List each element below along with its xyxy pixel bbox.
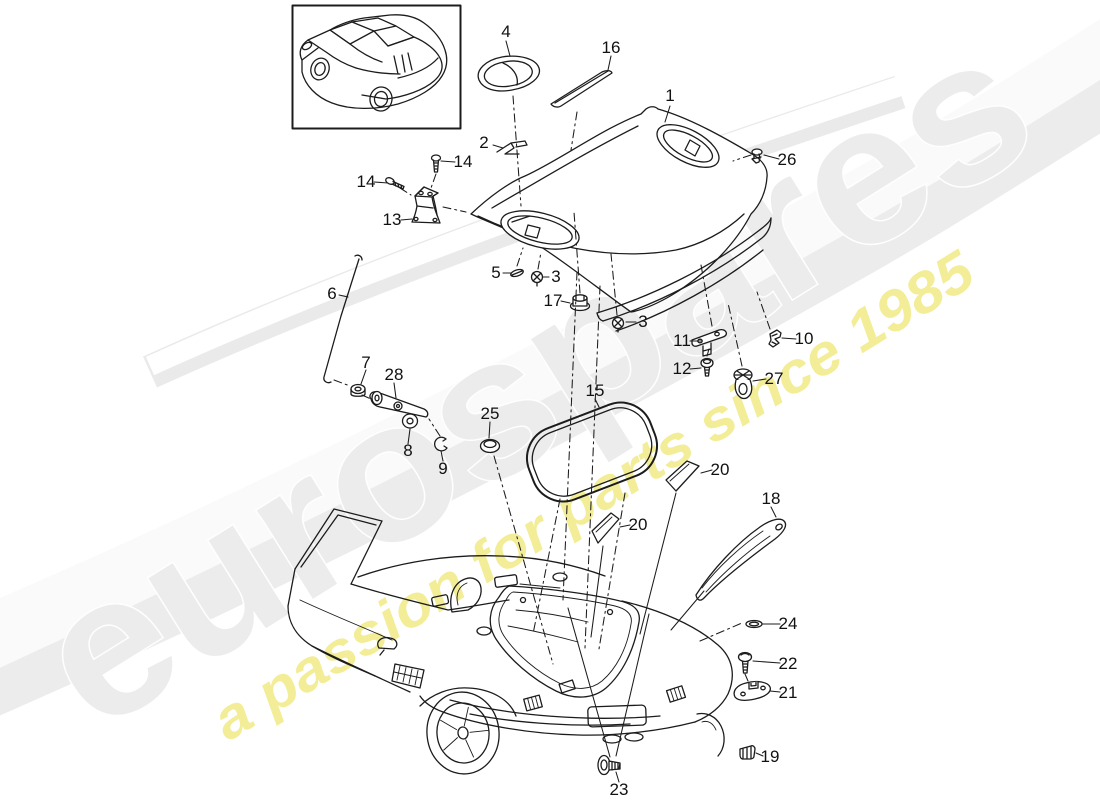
part-21-plate [733,680,771,701]
part-3-fastener-right [611,316,625,333]
vehicle-thumbnail-box [291,4,462,130]
part-7-grommet [350,383,366,397]
callout-11: 11 [673,331,691,350]
part-6-rod [323,254,363,384]
callout-14: 14 [453,152,473,171]
callout-6: 6 [327,284,337,303]
part-20-pad-right [665,460,700,492]
callout-25: 25 [480,404,500,423]
callout-17: 17 [543,291,563,310]
callout-20: 20 [628,515,648,534]
part-25-plug [479,438,501,454]
part-1-lid [470,106,772,332]
callout-2: 2 [479,133,489,152]
callout-4: 4 [501,22,511,41]
callout-28: 28 [384,365,404,384]
part-8-washer [401,413,419,429]
part-13-bracket [411,186,441,224]
part-15-seal [526,401,658,503]
callout-7: 7 [361,353,371,372]
callout-9: 9 [438,459,448,478]
vehicle-thumbnail-car [299,14,448,112]
part-26-fastener [751,148,763,164]
part-5-clip [510,268,524,278]
callout-1: 1 [665,86,675,105]
callout-20: 20 [710,460,730,479]
callout-3: 3 [551,267,561,286]
callout-8: 8 [403,441,413,460]
callout-5: 5 [491,263,501,282]
callout-18: 18 [761,489,781,508]
callout-3: 3 [638,312,648,331]
part-22-screw [737,651,753,674]
part-12-screw [700,357,714,377]
part-19-clip [739,745,756,760]
leader-lines [338,40,797,783]
callout-26: 26 [777,150,797,169]
part-9-c-clip [434,436,448,452]
callout-27: 27 [764,369,784,388]
callout-10: 10 [794,329,814,348]
part-16-strip [550,69,613,108]
projection-lines [333,95,771,682]
callout-14: 14 [356,172,376,191]
part-18-strip [695,518,787,601]
callout-12: 12 [672,359,692,378]
part-11-bracket [691,328,728,357]
part-2-clip [496,140,528,155]
callout-22: 22 [778,654,798,673]
part-20-pad-left [591,512,620,544]
callout-13: 13 [382,210,402,229]
part-4-bezel [477,55,541,92]
part-10-clip [768,329,782,348]
callout-21: 21 [778,683,798,702]
callout-19: 19 [760,747,780,766]
callout-23: 23 [609,780,629,799]
part-28-latch-bracket [369,390,429,418]
part-14-screw-upper [430,154,442,173]
callout-24: 24 [778,614,798,633]
callout-16: 16 [601,38,621,57]
part-23-screw [597,754,621,776]
part-27-valve [733,368,753,400]
callout-15: 15 [585,381,605,400]
part-24-oring [745,619,763,629]
